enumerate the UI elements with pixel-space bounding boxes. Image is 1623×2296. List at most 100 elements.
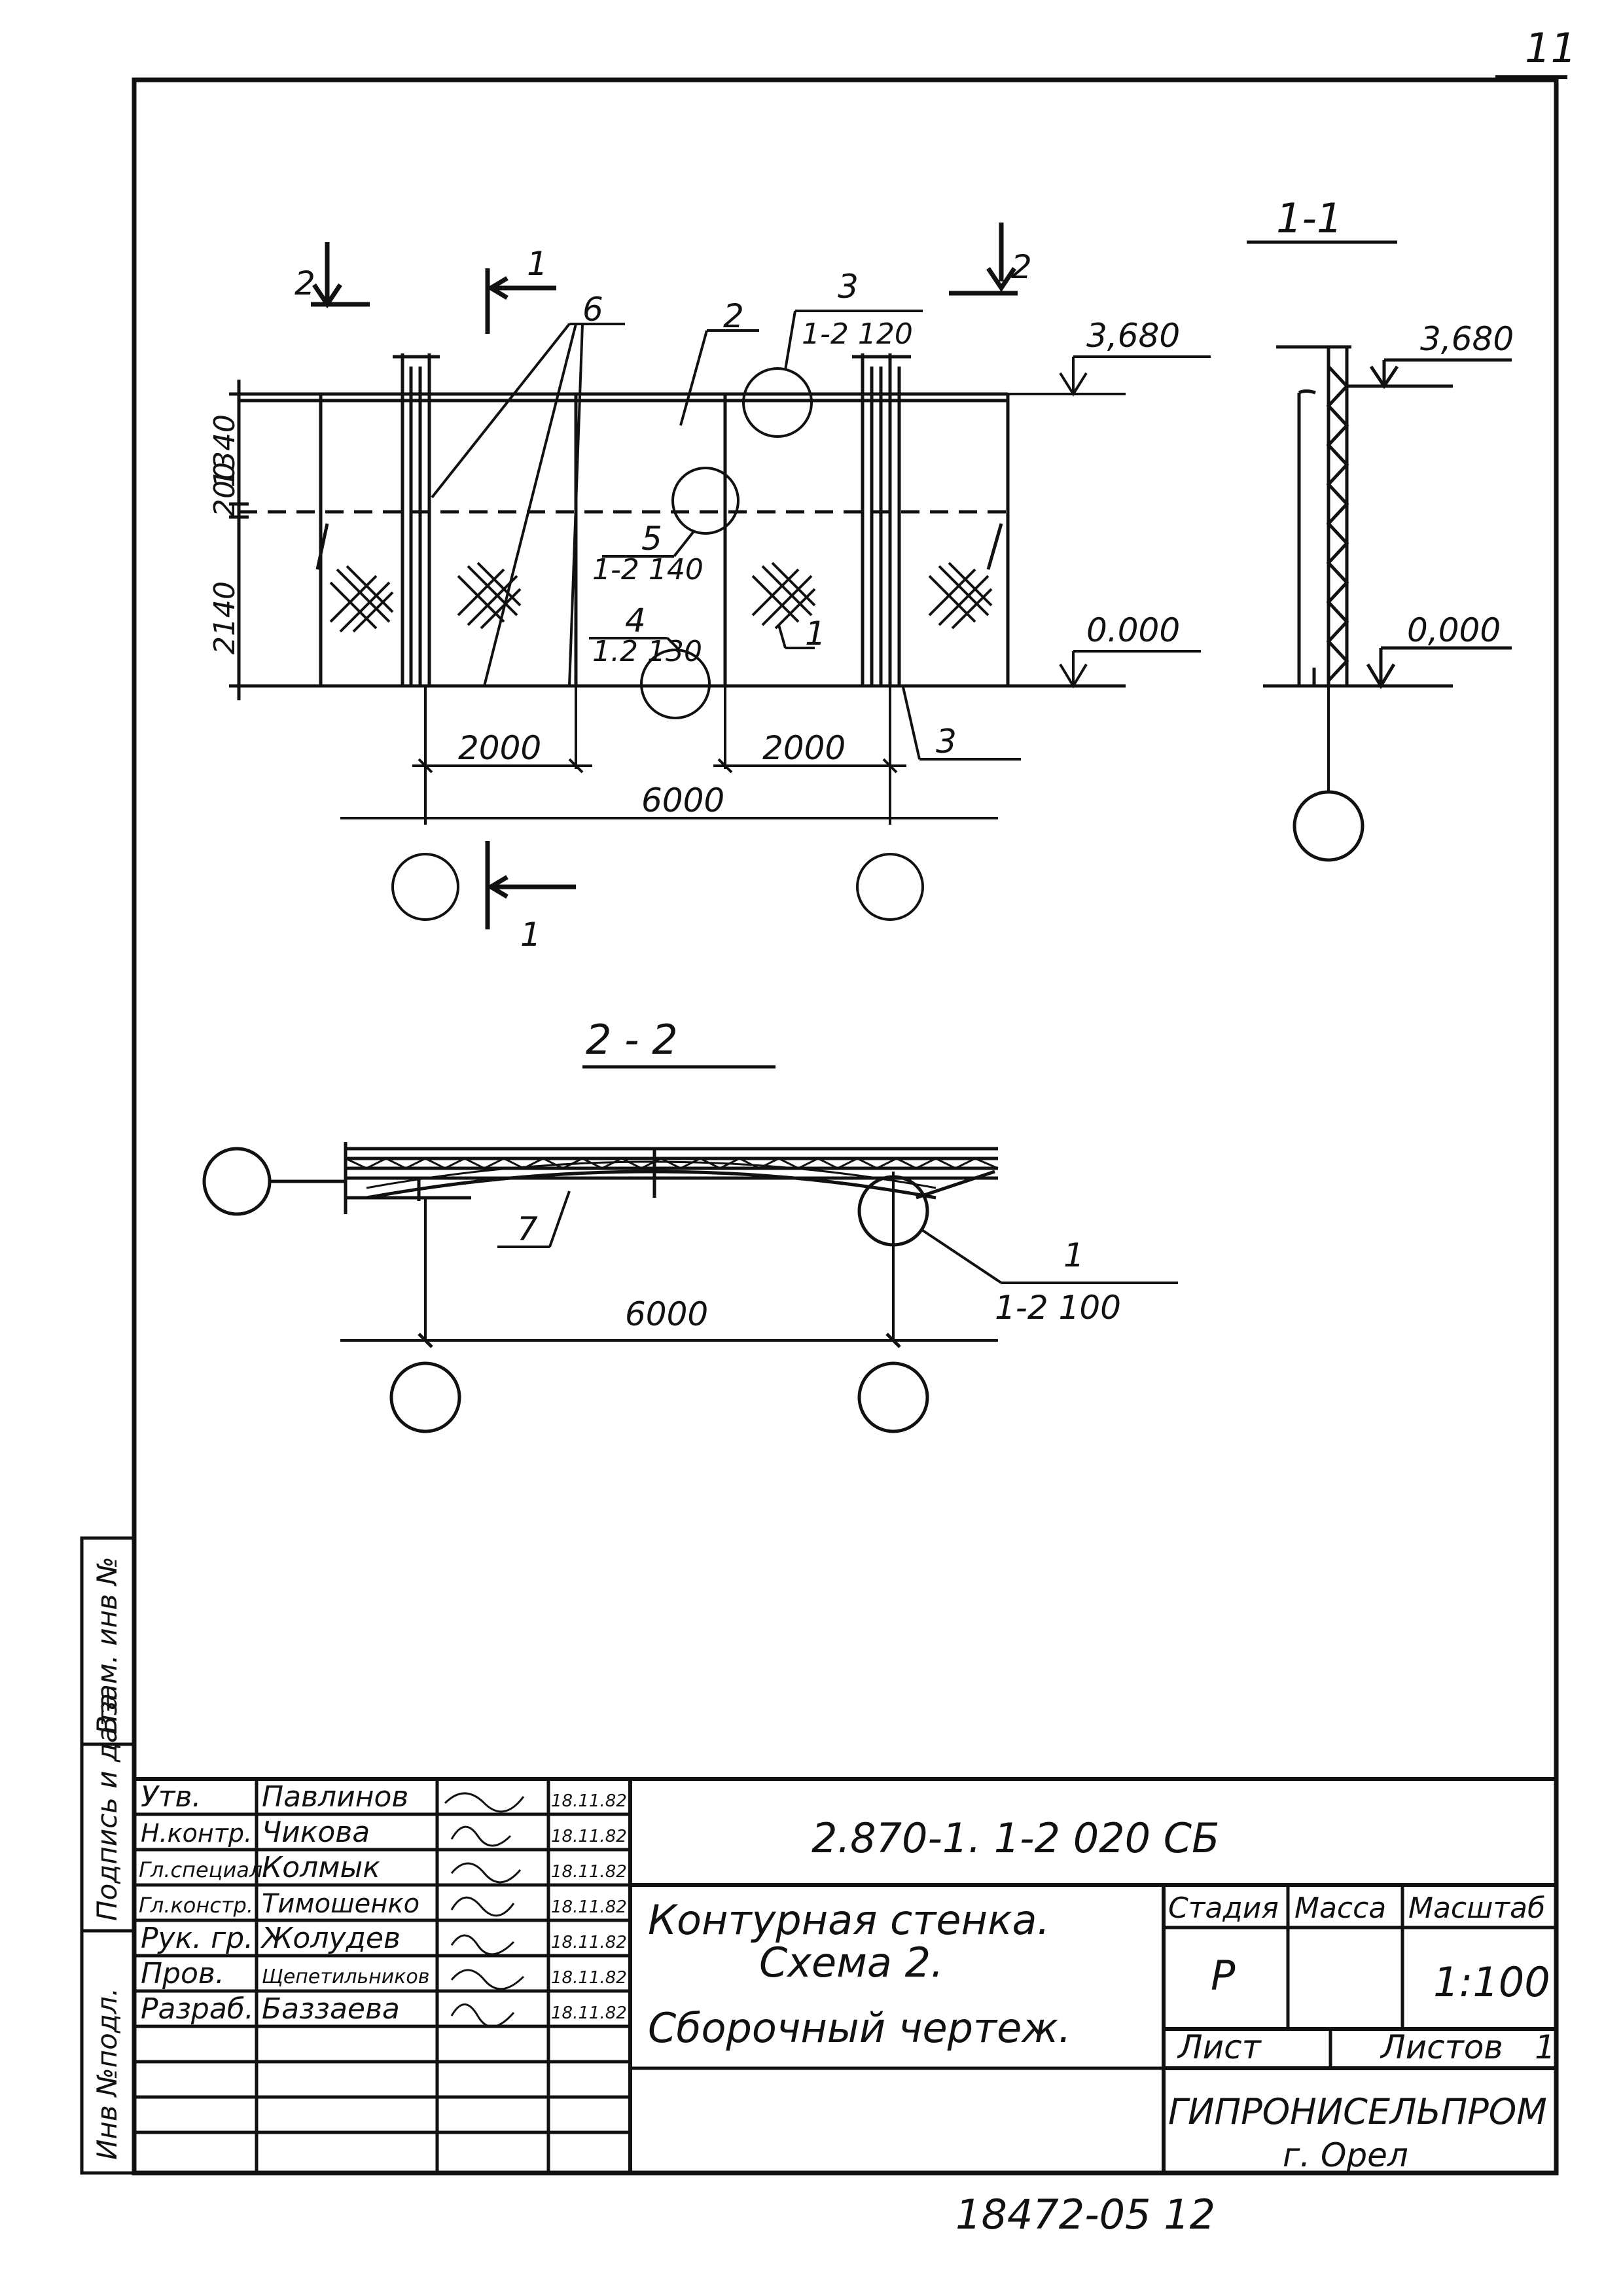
mesh-patch-2 [457, 562, 522, 630]
tb-date: 18.11.82 [551, 1933, 627, 1952]
tb-date: 18.11.82 [551, 1897, 627, 1917]
tb-signature [450, 2003, 515, 2028]
tb-role: Утв. [141, 1780, 201, 1814]
side-stamp-box [80, 1536, 136, 2175]
mark-1-bottom-arrow-head [486, 874, 508, 899]
sec22-bubble-axis-right [857, 1361, 929, 1433]
tb-name: Баззаева [262, 1992, 400, 2026]
plan-mark-1-top: 1 [527, 245, 548, 283]
sec22-callout-1: 1-2 100 [995, 1289, 1121, 1327]
mark-1-top-arrow-head [486, 276, 508, 300]
tb-signature [450, 1896, 515, 1917]
sec11-insulation [1326, 365, 1349, 682]
tb-row-3: Гл.констр. Тимошенко 18.11.82 [139, 1889, 627, 1919]
sec22-zigzag [345, 1157, 999, 1170]
tb-row-0: Утв. Павлинов 18.11.82 [141, 1780, 627, 1814]
plan-pos-3-bottom: 3 [936, 723, 957, 761]
mark-2-right-arrow-head [986, 267, 1016, 293]
mesh-patch-3 [751, 562, 816, 630]
side-stamp: Инв №подл. Подпись и дата Взам. инв № [80, 1536, 136, 2175]
plan-elev-top: 3,680 [1086, 317, 1180, 355]
leader-3-line [902, 687, 921, 760]
tb-organization: ГИПРОНИСЕЛЬПРОМ [1168, 2091, 1547, 2132]
tb-scale-value: 1:100 [1433, 1958, 1550, 2006]
tb-row-2: Гл.специал. Колмык 18.11.82 [139, 1851, 627, 1884]
plan-dim-right: 2000 [762, 729, 846, 767]
tb-role: Н.контр. [141, 1819, 252, 1848]
tb-sheets-label: Листов [1380, 2028, 1503, 2066]
tb-name: Чикова [262, 1816, 370, 1849]
plan-dim-total: 6000 [641, 781, 724, 819]
sec11-title: 1-1 [1276, 194, 1342, 242]
mesh-patch-4 [928, 562, 993, 630]
callout-circle-5 [671, 467, 740, 535]
sec11-elev-top: 3,680 [1420, 320, 1514, 358]
sec22-pos7-leader [548, 1191, 571, 1247]
section-2-2 [202, 1065, 1178, 1433]
callout-4-leader [666, 637, 682, 653]
mesh-patch-1 [329, 565, 394, 633]
plan-pos-1: 1 [805, 615, 826, 653]
plan-dim-left: 2000 [458, 729, 541, 767]
tb-sheets-value: 1 [1535, 2028, 1556, 2066]
tb-role: Гл.констр. [139, 1893, 253, 1918]
sec22-title: 2 - 2 [586, 1016, 678, 1064]
tb-name: Павлинов [262, 1780, 408, 1814]
tb-sheet-label: Лист [1177, 2028, 1262, 2066]
plan-mark-2-left: 2 [294, 264, 315, 302]
plan-elev-bottom: 0.000 [1086, 611, 1180, 649]
tb-role: Разраб. [141, 1992, 254, 2026]
sec11-axis-bubble [1293, 790, 1364, 862]
tb-signature [444, 1792, 525, 1813]
sec22-pos-7: 7 [517, 1210, 538, 1248]
tb-title-line3: Сборочный чертеж. [648, 2004, 1071, 2052]
leader-2-line [679, 330, 708, 426]
plan-dim-gap: 200 [208, 462, 241, 517]
plan-callout-5: 1-2 140 [592, 553, 704, 586]
callout-5-leader [673, 530, 695, 558]
plan-callout-top: 1-2 120 [802, 317, 913, 351]
plan-pos-5: 5 [641, 520, 662, 558]
tb-name: Колмык [262, 1851, 380, 1884]
tb-name: Тимошенко [262, 1889, 419, 1919]
tb-role: Гл.специал. [139, 1857, 269, 1882]
leader-6-b [483, 323, 577, 687]
axis-bubble-right [856, 853, 924, 921]
tb-row-6: Разраб. Баззаева 18.11.82 [141, 1992, 627, 2028]
plan-pos-6: 6 [582, 291, 603, 329]
plan-callout-4: 1.2 130 [592, 635, 702, 668]
section-1-1 [1247, 240, 1512, 862]
sec22-callout-leader [921, 1229, 1003, 1284]
tb-row-1: Н.контр. Чикова 18.11.82 [141, 1816, 627, 1849]
tb-date: 18.11.82 [551, 1827, 627, 1846]
callout-top-leader [784, 310, 796, 370]
section-marks [311, 223, 1018, 929]
sec22-pos-1: 1 [1063, 1236, 1084, 1274]
mesh-patches [329, 562, 993, 633]
plan-dim-upper: 1340 [208, 414, 241, 488]
tb-stage-value: Р [1211, 1952, 1236, 2000]
tb-role: Рук. гр. [141, 1922, 253, 1955]
tb-title-line1: Контурная стенка. [648, 1896, 1050, 1944]
plan-pos-2: 2 [723, 297, 744, 335]
sec22-right-taper [916, 1170, 995, 1200]
sec11-top-fold [1298, 389, 1316, 395]
tb-signature [450, 1862, 522, 1884]
sec22-bubble-axis-left [389, 1361, 461, 1433]
title-block [134, 1777, 1556, 2173]
post-right [861, 353, 901, 686]
sec11-elev-bottom: 0,000 [1407, 611, 1501, 649]
tb-signature [450, 1969, 525, 1990]
side-stamp-podpis-data: Подпись и дата [91, 1693, 123, 1921]
tb-date: 18.11.82 [551, 2003, 627, 2023]
tb-scale-header: Масштаб [1408, 1892, 1545, 1925]
tb-date: 18.11.82 [551, 1968, 627, 1988]
sheet-frame [132, 77, 1559, 2176]
plan-mark-1-bottom: 1 [520, 916, 541, 954]
tb-designation: 2.870-1. 1-2 020 СБ [812, 1814, 1220, 1862]
footer-number: 18472-05 12 [955, 2191, 1215, 2238]
callout-circle-4 [640, 649, 711, 719]
sheet-number: 11 [1525, 24, 1577, 72]
plan-dim-lower: 2140 [208, 581, 241, 655]
